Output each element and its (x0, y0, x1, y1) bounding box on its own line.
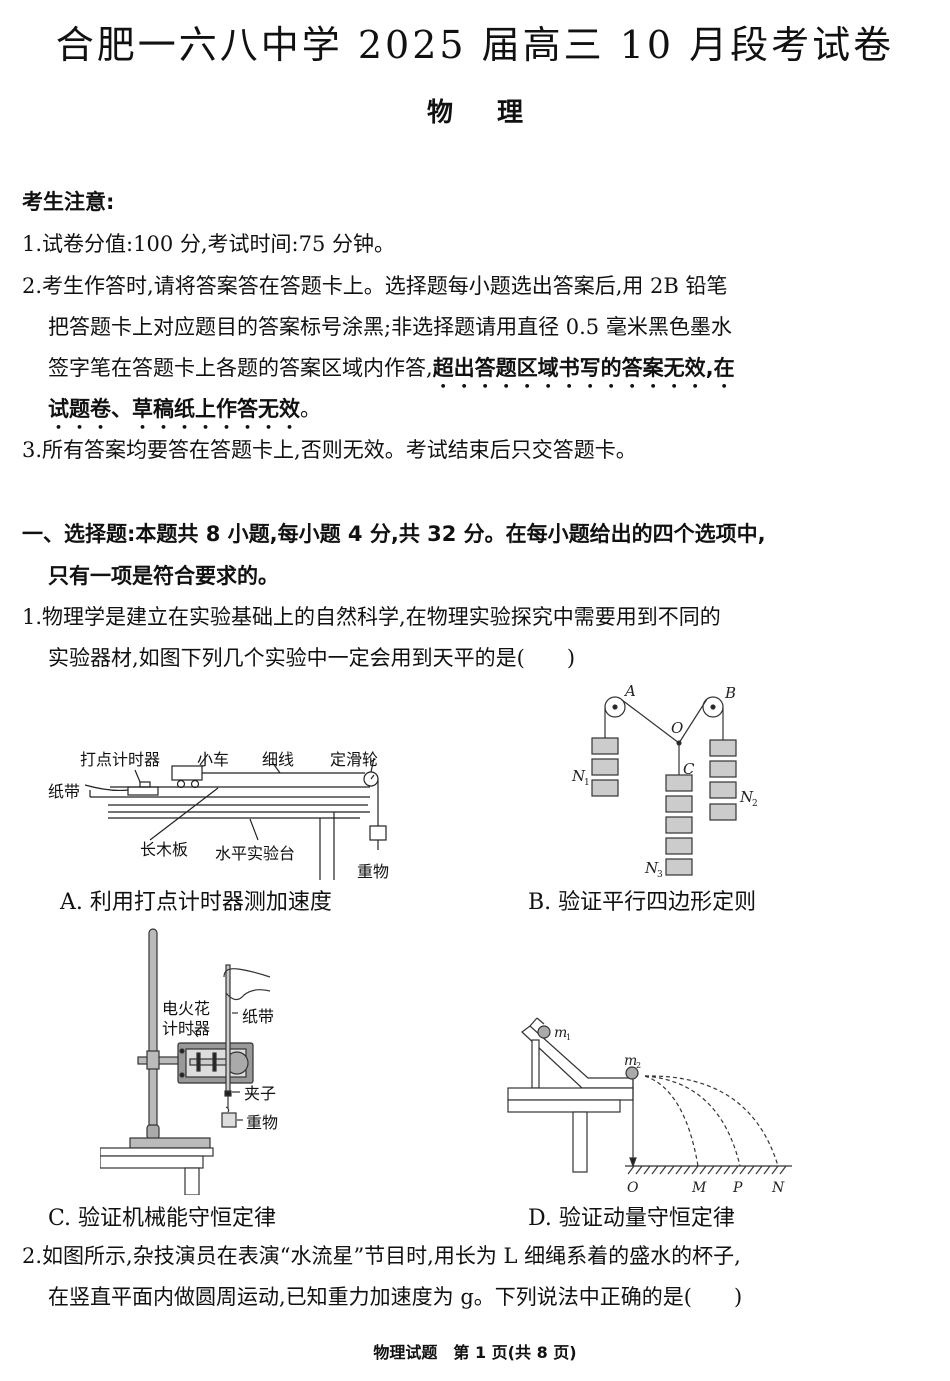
label-n2: N (739, 788, 754, 806)
label-string: 细线 (262, 750, 295, 769)
option-c: C. 验证机械能守恒定律 (48, 1206, 277, 1231)
label-m2-sub: 2 (636, 1061, 641, 1070)
label-n1-sub: 1 (584, 778, 590, 788)
question-2-line-2: 在竖直平面内做圆周运动,已知重力加速度为 g。下列说法中正确的是( ) (48, 1285, 743, 1309)
emphasis-text: 试题卷、草稿纸上作答无效 (48, 397, 300, 421)
label-b: B (724, 684, 736, 702)
notice-item-2-line-2: 把答题卡上对应题目的答案标号涂黑;非选择题请用直径 0.5 毫米黑色墨水 (48, 315, 732, 339)
figure-b-force-parallelogram: A B O C N 1 N 2 N 3 (570, 680, 790, 880)
label-n: N (771, 1180, 785, 1196)
label-m1: m (554, 1025, 567, 1041)
label-p: P (732, 1180, 743, 1196)
label-tape: 纸带 (48, 782, 81, 801)
label-weight: 重物 (246, 1113, 279, 1132)
section-heading-cont: 只有一项是符合要求的。 (48, 564, 279, 588)
label-c: C (683, 760, 695, 778)
label-m1-sub: 1 (566, 1033, 571, 1042)
label-o: O (671, 719, 683, 737)
subject-char: 物 (426, 98, 453, 128)
label-a: A (623, 682, 636, 700)
question-1-line-1: 1.物理学是建立在实验基础上的自然科学,在物理实验探究中需要用到不同的 (22, 605, 721, 629)
notice-item-3: 3.所有答案均要答在答题卡上,否则无效。考试结束后只交答题卡。 (22, 438, 637, 462)
notice-item-2-line-3: 签字笔在答题卡上各题的答案区域内作答,超出答题区域书写的答案无效,在 (48, 354, 735, 393)
label-board: 长木板 (140, 840, 189, 859)
notice-text: 。 (300, 397, 321, 421)
figure-d-momentum: m 1 m 2 O M P N (500, 1010, 810, 1200)
label-tape: 纸带 (242, 1007, 275, 1026)
notice-heading: 考生注意: (22, 190, 115, 214)
figure-a-dynamics-cart: 打点计时器 小车 细线 定滑轮 纸带 长木板 水平实验台 重物 (40, 740, 440, 890)
figure-c-mechanical-energy: 电火花 计时器 纸带 夹子 重物 (99, 925, 320, 1196)
notice-item-1: 1.试卷分值:100 分,考试时间:75 分钟。 (22, 232, 396, 256)
label-m2: m (624, 1053, 637, 1069)
label-table: 水平实验台 (215, 844, 296, 863)
label-spark-timer-1: 电火花 (162, 999, 211, 1018)
label-n3-sub: 3 (657, 870, 663, 880)
question-2-line-1: 2.如图所示,杂技演员在表演“水流星”节目时,用长为 L 细绳系着的盛水的杯子, (22, 1244, 741, 1268)
emphasis-text: 超出答题区域书写的答案无效,在 (432, 356, 735, 380)
option-a: A. 利用打点计时器测加速度 (60, 890, 332, 915)
option-b: B. 验证平行四边形定则 (528, 890, 757, 915)
section-heading: 一、选择题:本题共 8 小题,每小题 4 分,共 32 分。在每小题给出的四个选… (22, 522, 766, 546)
notice-text: 签字笔在答题卡上各题的答案区域内作答, (48, 356, 433, 380)
notice-item-2-line-4: 试题卷、草稿纸上作答无效。 (48, 395, 321, 434)
label-n1: N (571, 767, 586, 785)
label-n2-sub: 2 (752, 799, 758, 809)
label-n3: N (644, 859, 659, 877)
question-1-line-2: 实验器材,如图下列几个实验中一定会用到天平的是( ) (48, 646, 576, 670)
label-cart: 小车 (197, 750, 230, 769)
label-timer: 打点计时器 (80, 750, 161, 769)
label-clip: 夹子 (244, 1084, 277, 1103)
subject-title: 物理 (0, 92, 950, 129)
label-weight: 重物 (357, 862, 390, 881)
label-spark-timer-2: 计时器 (162, 1019, 211, 1038)
exam-title: 合肥一六八中学 2025 届高三 10 月段考试卷 (55, 23, 895, 67)
subject-char: 理 (497, 98, 524, 128)
label-o: O (627, 1180, 639, 1196)
option-d: D. 验证动量守恒定律 (528, 1206, 735, 1231)
notice-item-2-line-1: 2.考生作答时,请将答案答在答题卡上。选择题每小题选出答案后,用 2B 铅笔 (22, 274, 728, 298)
label-m: M (691, 1180, 707, 1196)
page-footer: 物理试题 第 1 页(共 8 页) (373, 1343, 577, 1362)
label-pulley: 定滑轮 (330, 750, 379, 769)
